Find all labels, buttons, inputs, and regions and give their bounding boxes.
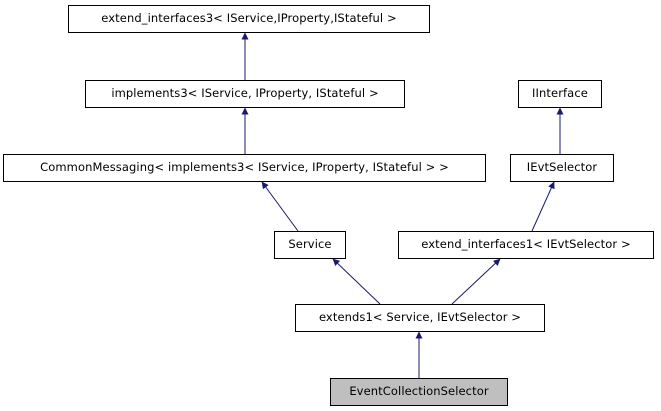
class-node-label: implements3< IService, IProperty, IState… bbox=[111, 86, 379, 101]
class-node-extend_interfaces3[interactable]: extend_interfaces3< IService,IProperty,I… bbox=[68, 5, 430, 33]
class-node-implements3[interactable]: implements3< IService, IProperty, IState… bbox=[85, 80, 405, 108]
class-node-extend_interfaces1[interactable]: extend_interfaces1< IEvtSelector > bbox=[398, 231, 654, 259]
class-node-service[interactable]: Service bbox=[274, 231, 346, 259]
class-node-label: extend_interfaces1< IEvtSelector > bbox=[421, 237, 631, 252]
class-node-iinterface[interactable]: IInterface bbox=[518, 80, 602, 108]
inheritance-edge-extends1-to-service bbox=[332, 258, 381, 305]
class-node-label: CommonMessaging< implements3< IService, … bbox=[40, 160, 449, 175]
class-node-label: EventCollectionSelector bbox=[349, 384, 489, 399]
class-node-ievtselector[interactable]: IEvtSelector bbox=[510, 154, 614, 182]
class-node-commonmessaging[interactable]: CommonMessaging< implements3< IService, … bbox=[3, 154, 486, 182]
inheritance-edge-extends1-to-extend_interfaces1 bbox=[451, 258, 501, 305]
class-node-label: IEvtSelector bbox=[526, 160, 598, 175]
class-node-label: IInterface bbox=[532, 86, 588, 101]
class-node-extends1[interactable]: extends1< Service, IEvtSelector > bbox=[295, 304, 545, 332]
inheritance-edge-service-to-commonmessaging bbox=[261, 181, 299, 232]
inheritance-edge-extend_interfaces1-to-ievtselector bbox=[531, 181, 555, 232]
class-node-label: extends1< Service, IEvtSelector > bbox=[318, 310, 522, 325]
class-node-label: Service bbox=[288, 237, 332, 252]
class-node-eventcollectionselector[interactable]: EventCollectionSelector bbox=[330, 378, 508, 406]
class-node-label: extend_interfaces3< IService,IProperty,I… bbox=[101, 11, 397, 26]
